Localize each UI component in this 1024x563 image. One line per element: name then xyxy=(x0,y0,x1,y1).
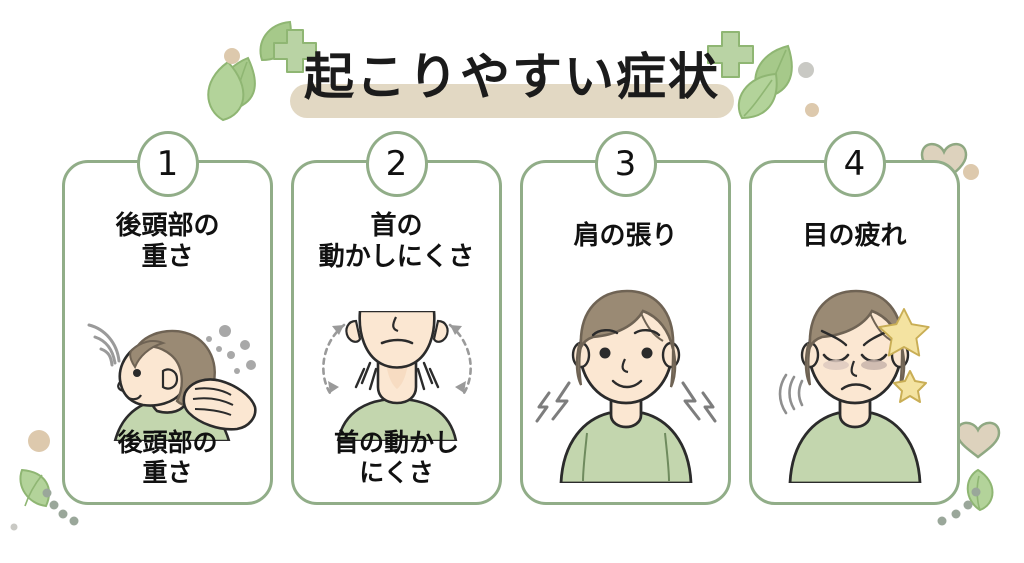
head-back-heaviness-icon xyxy=(65,311,270,441)
card-title: 肩の張り xyxy=(573,221,678,251)
symptom-card-list: 1 後頭部の 重さ xyxy=(62,131,967,505)
neck-stiffness-icon xyxy=(294,311,499,441)
shoulder-tension-icon xyxy=(523,273,728,483)
card-number-badge: 1 xyxy=(136,131,199,197)
card-caption: 首の動かし にくさ xyxy=(333,428,459,487)
dot-decoration xyxy=(10,523,18,531)
leaf-icon xyxy=(966,468,994,512)
leaf-icon xyxy=(19,468,50,508)
symptom-card-4[interactable]: 4 目の疲れ xyxy=(749,131,960,505)
symptom-card-3[interactable]: 3 肩の張り xyxy=(520,131,731,505)
dot-decoration xyxy=(951,509,961,519)
eye-fatigue-icon xyxy=(752,273,957,483)
page-title: 起こりやすい症状 xyxy=(304,48,720,106)
title-banner xyxy=(290,84,734,118)
card-number-badge: 4 xyxy=(823,131,886,197)
card-number-badge: 2 xyxy=(365,131,428,197)
dot-decoration xyxy=(28,430,50,452)
symptom-card-1[interactable]: 1 後頭部の 重さ xyxy=(62,131,273,505)
dot-decoration xyxy=(937,516,947,526)
card-caption: 後頭部の 重さ xyxy=(117,428,218,487)
card-title: 後頭部の 重さ xyxy=(115,211,220,272)
page-header: 起こりやすい症状 xyxy=(0,10,1024,135)
dot-decoration xyxy=(69,516,79,526)
dot-decoration xyxy=(971,487,981,497)
card-title: 首の 動かしにくさ xyxy=(318,211,475,272)
symptom-card-2[interactable]: 2 首の 動かしにくさ xyxy=(291,131,502,505)
dot-decoration xyxy=(58,509,68,519)
card-title: 目の疲れ xyxy=(802,221,907,251)
dot-decoration xyxy=(42,488,52,498)
dot-decoration xyxy=(49,500,59,510)
card-number-badge: 3 xyxy=(594,131,657,197)
